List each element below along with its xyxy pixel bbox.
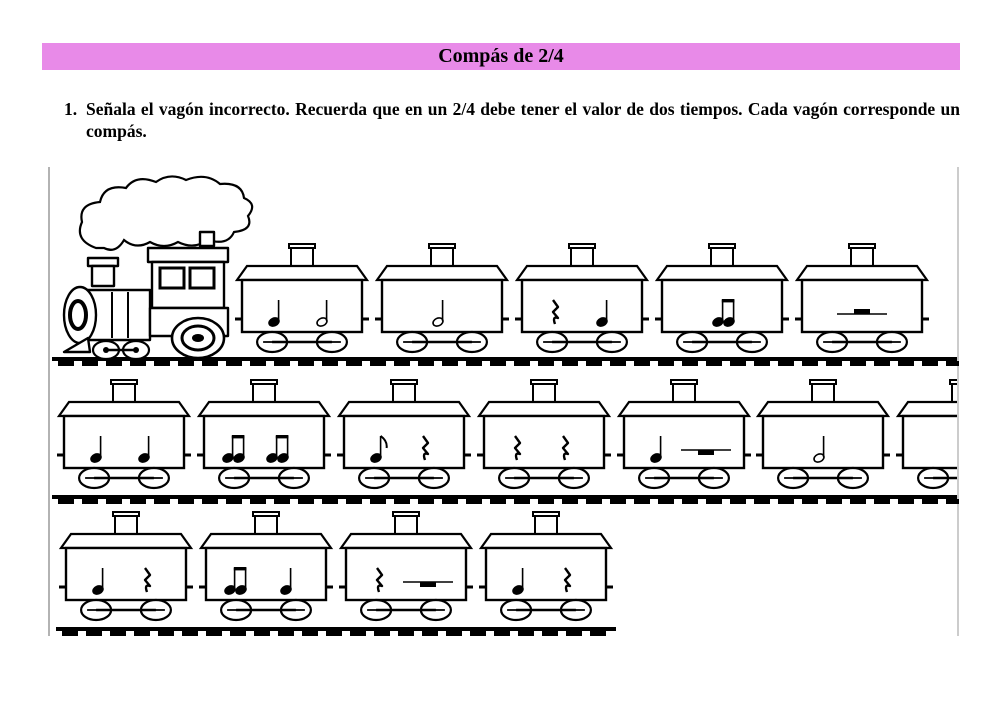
rail-track xyxy=(52,495,959,504)
train-wagon xyxy=(654,243,790,354)
cab-roof xyxy=(146,246,230,264)
cab-window-icon xyxy=(158,266,186,290)
train-wagon xyxy=(336,379,472,490)
train-wagon xyxy=(234,243,370,354)
cab-vent xyxy=(198,230,216,248)
train-wagon xyxy=(56,379,192,490)
train-wagon xyxy=(58,511,194,622)
smoke-cloud xyxy=(78,175,254,251)
cab-window-icon xyxy=(188,266,216,290)
train-wagon xyxy=(374,243,510,354)
rail-track xyxy=(56,627,616,636)
train-wagon xyxy=(196,379,332,490)
train-wagon xyxy=(198,511,334,622)
exercise-text: Señala el vagón incorrecto. Recuerda que… xyxy=(86,99,960,141)
train-wagon xyxy=(895,379,957,490)
train-wagon xyxy=(514,243,650,354)
train-illustration xyxy=(48,167,959,636)
train-wagon xyxy=(755,379,891,490)
steam-locomotive-icon xyxy=(62,175,254,361)
cowcatcher xyxy=(62,336,92,354)
train-wagon xyxy=(338,511,474,622)
train-wagon xyxy=(794,243,930,354)
train-wagon xyxy=(616,379,752,490)
train-wagon xyxy=(478,511,614,622)
train-wagon xyxy=(476,379,612,490)
worksheet-title: Compás de 2/4 xyxy=(438,45,564,67)
rail-track xyxy=(52,357,959,366)
exercise-number: 1. xyxy=(64,99,78,119)
exercise-instruction: 1. Señala el vagón incorrecto. Recuerda … xyxy=(64,98,960,142)
